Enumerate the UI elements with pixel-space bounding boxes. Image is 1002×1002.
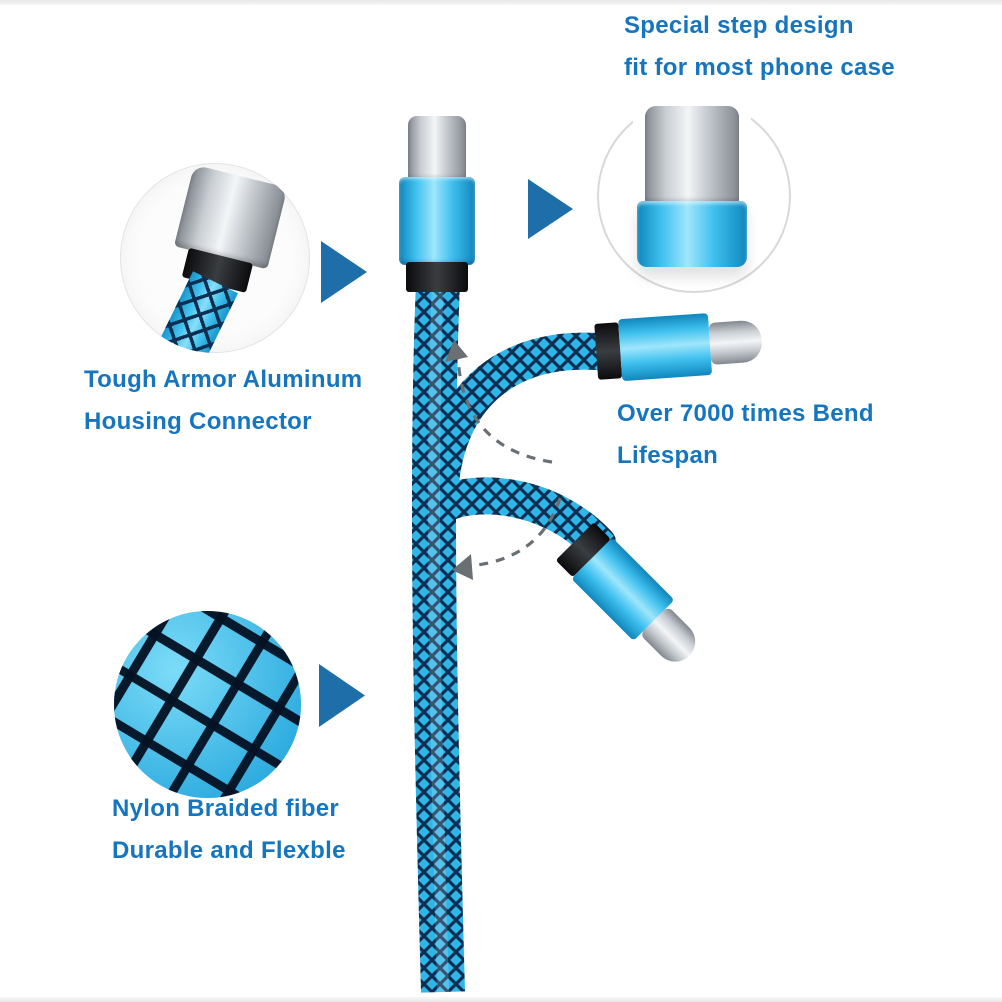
connector-aluminum-body (618, 313, 713, 382)
caption-armor: Tough Armor Aluminum Housing Connector (84, 368, 362, 452)
braid-texture (114, 611, 301, 798)
usb-c-connector-bend-right (594, 308, 764, 383)
caption-line: Over 7000 times Bend (617, 400, 874, 427)
connector-aluminum-body (399, 177, 475, 265)
braided-fiber-closeup (114, 611, 301, 798)
caption-line: Lifespan (617, 442, 719, 469)
connector-metal-tip (708, 319, 764, 365)
bend-arrow-icon (452, 497, 562, 580)
closeup-metal-shell (645, 106, 739, 204)
armor-housing-parts (143, 164, 288, 353)
caption-line: Nylon Braided fiber (112, 795, 340, 822)
connector-metal-tip (408, 116, 466, 180)
caption-nylon: Nylon Braided fiber Durable and Flexble (112, 797, 346, 881)
cable-bend-lower (422, 477, 617, 563)
caption-line: Tough Armor Aluminum (84, 366, 363, 393)
image-edge-top (0, 0, 1002, 5)
main-cable-sheen (427, 281, 449, 993)
caption-line: Housing Connector (84, 408, 312, 435)
caption-line: Durable and Flexble (112, 837, 346, 864)
bend-arrow-icon (445, 340, 553, 464)
caption-step-design: Special step design fit for most phone c… (624, 14, 895, 98)
main-cable (411, 281, 465, 993)
caption-bend: Over 7000 times Bend Lifespan (617, 402, 874, 486)
cable-bend-upper (422, 332, 623, 497)
caption-line: fit for most phone case (624, 54, 895, 81)
connector-strain-relief (406, 262, 468, 292)
closeup-step-body (637, 201, 747, 267)
armor-housing-closeup (120, 163, 310, 353)
closeup-circle (597, 99, 791, 293)
caption-line: Special step design (624, 12, 854, 39)
